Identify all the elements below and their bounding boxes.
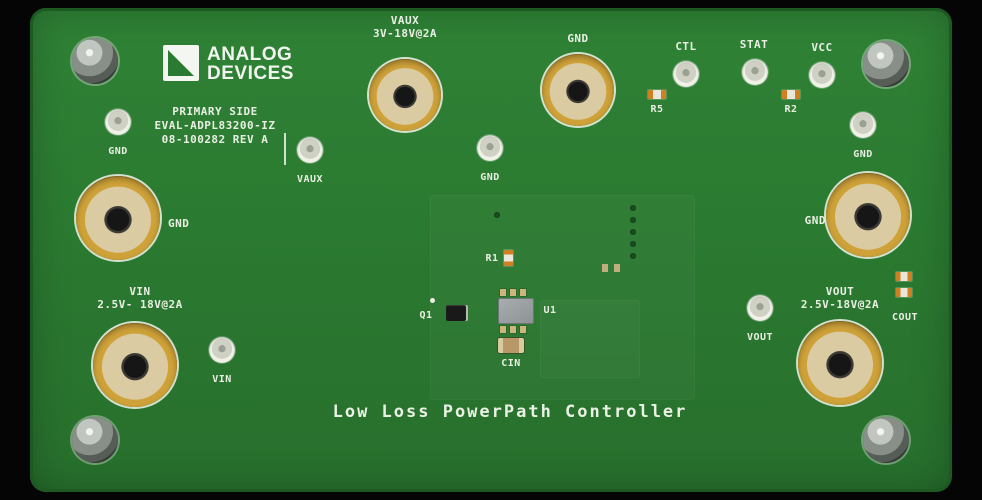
testpoint-stat [742, 59, 768, 85]
turret-vaux-rating: 3V-18V@2A [372, 27, 438, 40]
brand-analog: ANALOG [207, 44, 293, 65]
ic-pin [500, 289, 506, 296]
component-cout-cap2 [896, 288, 912, 297]
brand-devices: DEVICES [207, 63, 294, 84]
component-cin [498, 338, 524, 353]
turret-gnd-left-label: GND [168, 217, 190, 230]
turret-vin-label: VIN [129, 285, 151, 298]
component-r5 [648, 90, 666, 99]
adi-triangle-icon [168, 50, 194, 76]
turret-vin [93, 323, 177, 407]
ic-pin [510, 289, 516, 296]
testpoint-vout-label: VOUT [746, 332, 774, 343]
turret-vout-label: VOUT [825, 285, 855, 298]
testpoint-vaux-label: VAUX [296, 174, 324, 185]
testpoint-stat-label: STAT [739, 38, 769, 51]
turret-vout [798, 321, 882, 405]
turret-vin-rating: 2.5V- 18V@2A [97, 298, 183, 311]
testpoint-vaux [297, 137, 323, 163]
pin1-dot-marker [430, 298, 435, 303]
turret-gnd-right [826, 173, 910, 257]
testpoint-vcc-label: VCC [811, 41, 833, 54]
turret-gnd-right-label: GND [804, 214, 826, 227]
component-cin-label: CIN [501, 358, 521, 369]
turret-gnd-top-label: GND [567, 32, 589, 45]
testpoint-vin [209, 337, 235, 363]
component-r5-label: R5 [650, 104, 664, 115]
pcb-board: ANALOG DEVICES PRIMARY SIDE EVAL-ADPL832… [30, 8, 952, 492]
smd-pad [614, 264, 620, 272]
turret-vaux-label: VAUX [390, 14, 420, 27]
component-r2 [782, 90, 800, 99]
testpoint-ctl-label: CTL [675, 40, 697, 53]
board-info-line3: 08-100282 REV A [161, 133, 269, 146]
via [630, 217, 636, 223]
testpoint-gnd-top-right [850, 112, 876, 138]
component-cout-cap1 [896, 272, 912, 281]
testpoint-gnd-top-left [105, 109, 131, 135]
board-info-line1: PRIMARY SIDE [172, 105, 258, 118]
via [630, 205, 636, 211]
turret-gnd-top [542, 54, 614, 126]
board-info-line2: EVAL-ADPL83200-IZ [154, 119, 276, 132]
testpoint-vout [747, 295, 773, 321]
testpoint-ctl [673, 61, 699, 87]
ic-pin [510, 326, 516, 333]
mounting-screw-bottom-right [863, 417, 909, 463]
testpoint-gnd-top-right-label: GND [853, 149, 873, 160]
mounting-screw-top-left [72, 38, 118, 84]
component-r2-label: R2 [784, 104, 798, 115]
adi-logo-box [163, 45, 199, 81]
silkscreen-divider-line [284, 133, 286, 165]
component-u1 [498, 298, 534, 324]
mounting-screw-top-right [863, 41, 909, 87]
turret-vaux [369, 59, 441, 131]
ic-pin [520, 326, 526, 333]
via [630, 241, 636, 247]
via [630, 253, 636, 259]
u1-pins-bottom [500, 326, 526, 333]
turret-gnd-left [76, 176, 160, 260]
component-cout-label: COUT [891, 312, 919, 323]
via [494, 212, 500, 218]
via [630, 229, 636, 235]
testpoint-vin-label: VIN [212, 374, 232, 385]
component-r1-label: R1 [485, 253, 499, 264]
component-u1-label: U1 [543, 305, 557, 316]
ic-pin [520, 289, 526, 296]
turret-vout-rating: 2.5V-18V@2A [800, 298, 880, 311]
component-r1 [504, 250, 513, 266]
component-q1-label: Q1 [419, 310, 433, 321]
component-q1 [446, 305, 466, 321]
smd-pad [602, 264, 608, 272]
testpoint-gnd-center-label: GND [480, 172, 500, 183]
testpoint-gnd-center [477, 135, 503, 161]
silkscreen-title: Low Loss PowerPath Controller [332, 402, 688, 422]
mounting-screw-bottom-left [72, 417, 118, 463]
ic-pin [500, 326, 506, 333]
u1-pins-top [500, 289, 526, 296]
testpoint-vcc [809, 62, 835, 88]
testpoint-gnd-top-left-label: GND [108, 146, 128, 157]
